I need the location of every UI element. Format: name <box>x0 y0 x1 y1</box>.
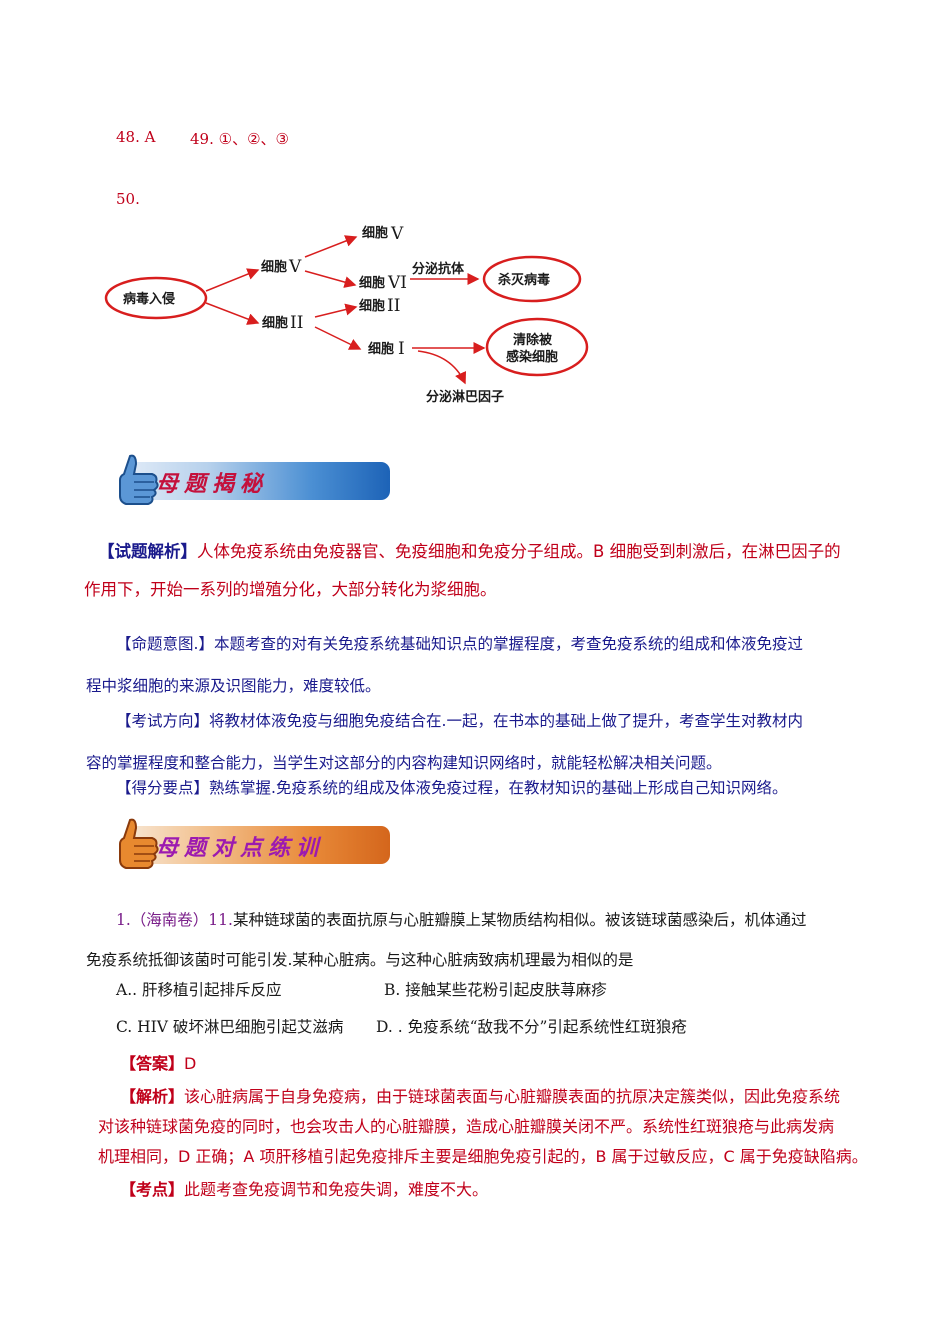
question-block: 1.（海南卷）11.某种链球菌的表面抗原与心脏瓣膜上某物质结构相似。被该链球菌感… <box>86 900 876 980</box>
arrow-v-to-v <box>304 235 358 258</box>
cell-v-label: 细胞 <box>261 259 287 275</box>
question-source: （海南卷）11. <box>130 911 233 929</box>
option-c: C. HIV 破坏淋巴细胞引起艾滋病 <box>116 1018 344 1036</box>
virus-invasion-node <box>104 276 208 320</box>
point-line: 【考点】此题考查免疫调节和免疫失调，难度不大。 <box>120 1176 488 1200</box>
intent-text2: 程中浆细胞的来源及识图能力，难度较低。 <box>86 677 381 695</box>
cell-ii-label: 细胞 <box>262 315 288 331</box>
option-b: B. 接触某些花粉引起皮肤荨麻疹 <box>384 981 607 999</box>
thumbs-up-icon <box>119 818 159 869</box>
arrow-ii-to-ii <box>314 303 358 318</box>
intent-label: 【命题意图.】 <box>116 635 214 653</box>
point-label: 【考点】 <box>120 1180 185 1199</box>
banner-practice-title: 母题对点练训 <box>156 835 325 861</box>
kill-virus-node <box>482 255 582 303</box>
immune-diagram: 病毒入侵 细胞 V 细胞 II 细胞 V 细胞 VI 细胞 II 细胞 I 分泌… <box>104 224 589 405</box>
clear-cells-node <box>485 317 589 377</box>
banner-practice: 母题对点练训 <box>112 818 390 869</box>
answer-48: 48. A <box>116 128 156 146</box>
explain-text3: 机理相同，D 正确；A 项肝移植引起免疫排斥主要是细胞免疫引起的，B 属于过敏反… <box>98 1147 868 1166</box>
arrow-start-to-ii <box>205 302 260 325</box>
cell-ii-numeral: II <box>290 313 303 333</box>
intent-block: 【命题意图.】本题考查的对有关免疫系统基础知识点的掌握程度，考查免疫系统的组成和… <box>86 623 876 707</box>
cell-vi-numeral: VI <box>387 273 407 293</box>
explain-block: 【解析】该心脏病属于自身免疫病，由于链球菌表面与心脏瓣膜表面的抗原决定簇类似，因… <box>98 1082 898 1172</box>
arrow-ii-to-i <box>314 326 362 350</box>
cell-vi-label: 细胞 <box>359 275 385 291</box>
scoring-text: 熟练掌握.免疫系统的组成及体液免疫过程，在教材知识的基础上形成自己知识网络。 <box>209 779 788 797</box>
clear-line1: 清除被 <box>513 332 553 348</box>
cell-i-label: 细胞 <box>368 341 394 357</box>
clear-line2: 感染细胞 <box>506 349 558 365</box>
point-text: 此题考查免疫调节和免疫失调，难度不大。 <box>184 1180 489 1199</box>
virus-invasion-label: 病毒入侵 <box>123 291 175 307</box>
cell-v-top-label: 细胞 <box>362 225 388 241</box>
option-d: D. . 免疫系统“敌我不分”引起系统性红斑狼疮 <box>376 1018 687 1036</box>
analysis-text1: 人体免疫系统由免疫器官、免疫细胞和免疫分子组成。B 细胞受到刺激后，在淋巴因子的 <box>197 542 841 561</box>
banner-reveal-title: 母题揭秘 <box>156 471 269 497</box>
answer-value: D <box>184 1054 197 1073</box>
thumbs-up-icon <box>119 454 159 505</box>
kill-virus-label: 杀灭病毒 <box>498 272 550 288</box>
question-text1: 某种链球菌的表面抗原与心脏瓣膜上某物质结构相似。被该链球菌感染后，机体通过 <box>232 911 807 929</box>
cell-v-numeral: V <box>288 257 302 277</box>
question-text2: 免疫系统抵御该菌时可能引发.某种心脏病。与这种心脏病致病机理最为相似的是 <box>86 951 634 969</box>
cell-ii-right-label: 细胞 <box>359 298 385 314</box>
direction-text2: 容的掌握程度和整合能力，当学生对这部分的内容构建知识网络时，就能轻松解决相关问题… <box>86 754 722 772</box>
answer-line: 【答案】D <box>120 1050 196 1074</box>
explain-label: 【解析】 <box>120 1087 185 1106</box>
option-a: A.. 肝移植引起排斥反应 <box>116 981 282 999</box>
explain-text1: 该心脏病属于自身免疫病，由于链球菌表面与心脏瓣膜表面的抗原决定簇类似，因此免疫系… <box>184 1087 841 1106</box>
analysis-text2: 作用下，开始一系列的增殖分化，大部分转化为浆细胞。 <box>84 580 497 599</box>
scoring-label: 【得分要点】 <box>116 779 210 797</box>
direction-label: 【考试方向】 <box>116 712 210 730</box>
cell-v-top-numeral: V <box>390 224 404 244</box>
analysis-block: 【试题解析】人体免疫系统由免疫器官、免疫细胞和免疫分子组成。B 细胞受到刺激后，… <box>84 533 878 609</box>
scoring-block: 【得分要点】熟练掌握.免疫系统的组成及体液免疫过程，在教材知识的基础上形成自己知… <box>116 778 876 798</box>
arrow-to-lymph <box>417 350 467 385</box>
answer-label: 【答案】 <box>120 1054 185 1073</box>
cell-ii-right-numeral: II <box>387 296 400 316</box>
secrete-antibody-label: 分泌抗体 <box>412 261 465 277</box>
banner-reveal: 母题揭秘 <box>112 454 390 505</box>
cell-i-numeral: I <box>398 339 405 359</box>
secrete-lymph-label: 分泌淋巴因子 <box>426 389 504 405</box>
explain-text2: 对该种链球菌免疫的同时，也会攻击人的心脏瓣膜，造成心脏瓣膜关闭不严。系统性红斑狼… <box>98 1117 835 1136</box>
answer-50: 50. <box>116 190 140 208</box>
analysis-label: 【试题解析】 <box>98 542 197 561</box>
arrow-start-to-v <box>205 268 260 292</box>
question-number: 1. <box>116 911 131 929</box>
intent-text1: 本题考查的对有关免疫系统基础知识点的掌握程度，考查免疫系统的组成和体液免疫过 <box>213 635 803 653</box>
arrow-v-to-vi <box>304 270 357 288</box>
direction-text1: 将教材体液免疫与细胞免疫结合在.一起，在书本的基础上做了提升，考查学生对教材内 <box>209 712 803 730</box>
direction-block: 【考试方向】将教材体液免疫与细胞免疫结合在.一起，在书本的基础上做了提升，考查学… <box>86 700 876 784</box>
answer-49: 49. ①、②、③ <box>190 130 289 148</box>
